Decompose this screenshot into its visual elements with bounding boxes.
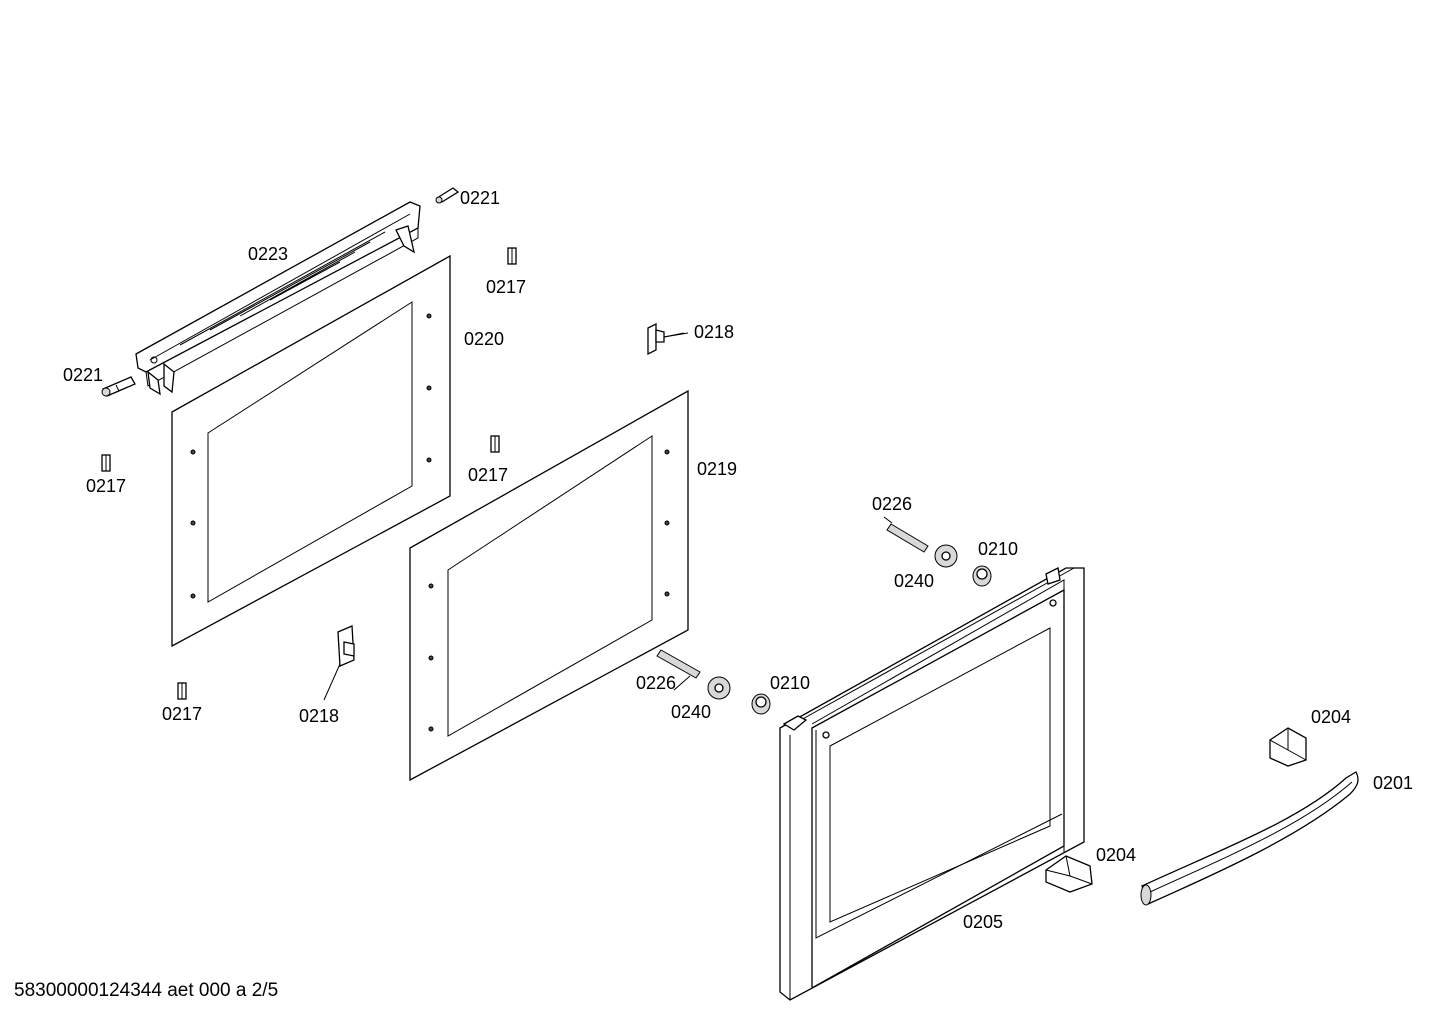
part-0219-middle-glass xyxy=(409,389,689,782)
label-0217-mid: 0217 xyxy=(468,465,508,485)
label-0204-bottom: 0204 xyxy=(1096,845,1136,865)
part-0210-bushing-top xyxy=(972,565,992,587)
label-0217-bottom: 0217 xyxy=(162,704,202,724)
label-0218-bottom: 0218 xyxy=(299,706,339,726)
part-0226-rod-top xyxy=(883,516,929,553)
part-0226-rod-mid xyxy=(656,649,701,691)
part-0217-clip-bottom xyxy=(177,682,187,700)
label-0221-left: 0221 xyxy=(63,365,103,385)
part-0217-clip-left xyxy=(101,454,111,472)
label-0221-top: 0221 xyxy=(460,188,500,208)
label-0223: 0223 xyxy=(248,244,288,264)
part-0223-top-trim xyxy=(135,201,421,396)
label-0219: 0219 xyxy=(697,459,737,479)
part-0221-pin-left xyxy=(101,376,136,397)
part-0240-washer-mid xyxy=(707,676,731,700)
part-0210-bushing-mid xyxy=(751,693,771,715)
label-0220: 0220 xyxy=(464,329,504,349)
label-0210-mid: 0210 xyxy=(770,673,810,693)
label-0217-left: 0217 xyxy=(86,476,126,496)
part-0204-endcap-top xyxy=(1269,727,1307,767)
part-0217-clip-mid xyxy=(490,435,500,453)
leader-lines xyxy=(663,332,689,338)
part-0218-bracket-bottom xyxy=(323,625,355,701)
part-0217-clip-a xyxy=(507,247,517,265)
label-0240-top: 0240 xyxy=(894,571,934,591)
part-0221-pin-top xyxy=(435,187,460,204)
label-0226-top: 0226 xyxy=(872,494,912,514)
part-0240-washer-top xyxy=(934,544,958,568)
label-0217-a: 0217 xyxy=(486,277,526,297)
label-0240-mid: 0240 xyxy=(671,702,711,722)
label-0205: 0205 xyxy=(963,912,1003,932)
label-0210-top: 0210 xyxy=(978,539,1018,559)
part-0218-bracket-top xyxy=(647,322,685,356)
label-0204-top: 0204 xyxy=(1311,707,1351,727)
part-0201-handle xyxy=(1140,771,1359,906)
part-0220-rear-glass xyxy=(171,254,451,648)
drawing-reference-number: 58300000124344 aet 000 a 2/5 xyxy=(14,980,279,1001)
label-0201: 0201 xyxy=(1373,773,1413,793)
part-0205-outer-door xyxy=(779,567,1085,1001)
label-0226-mid: 0226 xyxy=(636,673,676,693)
label-0218-top: 0218 xyxy=(694,322,734,342)
part-labels: 0221 0223 0217 0220 0218 0221 0217 0217 … xyxy=(63,188,1413,932)
part-0204-endcap-bottom xyxy=(1045,855,1093,893)
